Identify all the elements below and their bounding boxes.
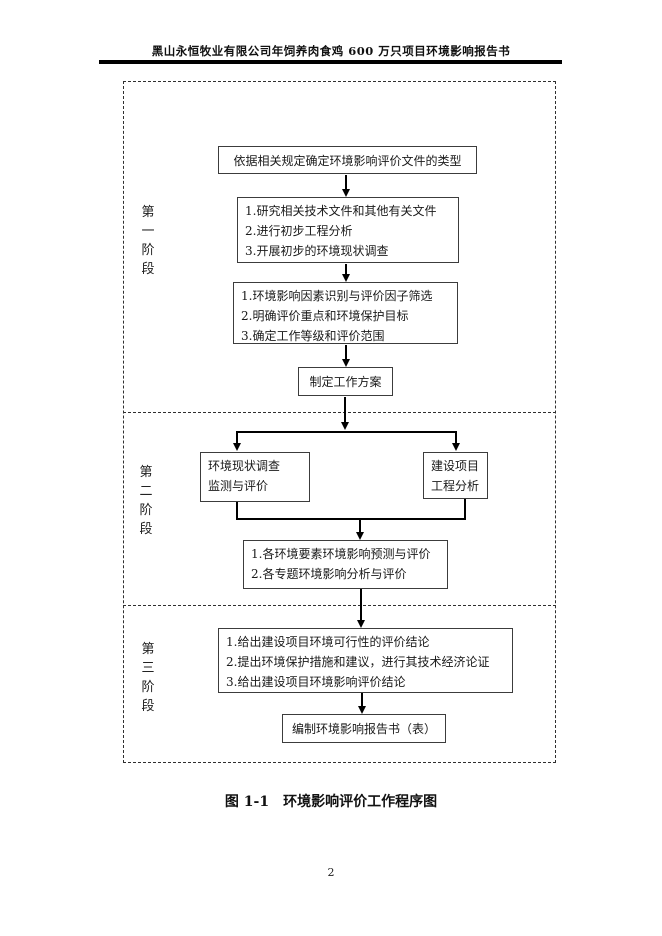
- connector-line: [455, 431, 457, 443]
- connector-line: [345, 345, 347, 360]
- flow-box-impact-prediction: 1.各环境要素环境影响预测与评价 2.各专题环境影响分析与评价: [243, 540, 448, 589]
- flow-box-line: 2.提出环境保护措施和建议，进行其技术经济论证: [226, 655, 490, 669]
- flow-box-line: 1.各环境要素环境影响预测与评价: [251, 547, 431, 561]
- flow-box-line: 1.给出建设项目环境可行性的评价结论: [226, 635, 430, 649]
- flow-box-status-survey: 环境现状调查 监测与评价: [200, 452, 310, 502]
- flow-box-line: 环境现状调查: [208, 459, 281, 473]
- connector-line: [361, 693, 363, 706]
- arrow-down-icon: [357, 620, 365, 628]
- arrow-down-icon: [341, 422, 349, 430]
- flow-box-factor-screening: 1.环境影响因素识别与评价因子筛选 2.明确评价重点和环境保护目标 3.确定工作…: [233, 282, 458, 344]
- connector-line: [344, 397, 346, 423]
- flow-box-conclusions: 1.给出建设项目环境可行性的评价结论 2.提出环境保护措施和建议，进行其技术经济…: [218, 628, 513, 693]
- figure-caption: 图 1-1 环境影响评价工作程序图: [224, 794, 438, 810]
- connector-line: [236, 431, 238, 443]
- flow-box-determine-type-text: 依据相关规定确定环境影响评价文件的类型: [233, 153, 462, 168]
- flow-box-line: 1.研究相关技术文件和其他有关文件: [245, 204, 437, 218]
- stage-separator-1: [123, 412, 556, 413]
- flow-box-determine-type: 依据相关规定确定环境影响评价文件的类型: [218, 146, 477, 174]
- flow-box-line: 工程分析: [431, 479, 480, 493]
- page-header-title: 黑山永恒牧业有限公司年饲养肉食鸡 600 万只项目环境影响报告书: [151, 44, 511, 58]
- arrow-down-icon: [358, 706, 366, 714]
- flow-box-line: 2.各专题环境影响分析与评价: [251, 567, 407, 581]
- arrow-down-icon: [342, 189, 350, 197]
- connector-line: [345, 175, 347, 190]
- stage-label-3: 第三阶段: [141, 642, 155, 714]
- arrow-down-icon: [233, 443, 241, 451]
- flow-box-compile-report-text: 编制环境影响报告书（表）: [291, 722, 436, 736]
- flowchart-outer-frame: [123, 81, 556, 763]
- flow-box-work-plan-text: 制定工作方案: [309, 375, 382, 389]
- connector-line: [236, 502, 238, 520]
- flow-box-preliminary-study: 1.研究相关技术文件和其他有关文件 2.进行初步工程分析 3.开展初步的环境现状…: [237, 197, 459, 263]
- flow-box-line: 1.环境影响因素识别与评价因子筛选: [241, 289, 433, 303]
- arrow-down-icon: [452, 443, 460, 451]
- connector-merge-bar: [236, 518, 466, 520]
- flow-box-line: 2.明确评价重点和环境保护目标: [241, 309, 409, 323]
- flow-box-line: 监测与评价: [208, 479, 269, 493]
- flow-box-project-analysis: 建设项目 工程分析: [423, 452, 488, 499]
- connector-line: [464, 499, 466, 520]
- flow-box-line: 建设项目: [431, 459, 480, 473]
- connector-line: [359, 520, 361, 532]
- connector-split-bar: [237, 431, 457, 433]
- flow-box-line: 2.进行初步工程分析: [245, 224, 353, 238]
- stage-separator-2: [123, 605, 556, 606]
- header-rule: [99, 60, 562, 64]
- flow-box-work-plan: 制定工作方案: [298, 367, 393, 396]
- connector-line: [360, 589, 362, 620]
- flow-box-line: 3.确定工作等级和评价范围: [241, 329, 385, 343]
- arrow-down-icon: [342, 359, 350, 367]
- stage-label-1: 第一阶段: [141, 205, 155, 277]
- page-number: 2: [327, 866, 335, 879]
- flow-box-line: 3.给出建设项目环境影响评价结论: [226, 675, 406, 689]
- arrow-down-icon: [356, 532, 364, 540]
- arrow-down-icon: [342, 274, 350, 282]
- flow-box-compile-report: 编制环境影响报告书（表）: [282, 714, 446, 743]
- connector-line: [345, 264, 347, 275]
- stage-label-2: 第二阶段: [139, 465, 153, 537]
- flow-box-line: 3.开展初步的环境现状调查: [245, 244, 389, 258]
